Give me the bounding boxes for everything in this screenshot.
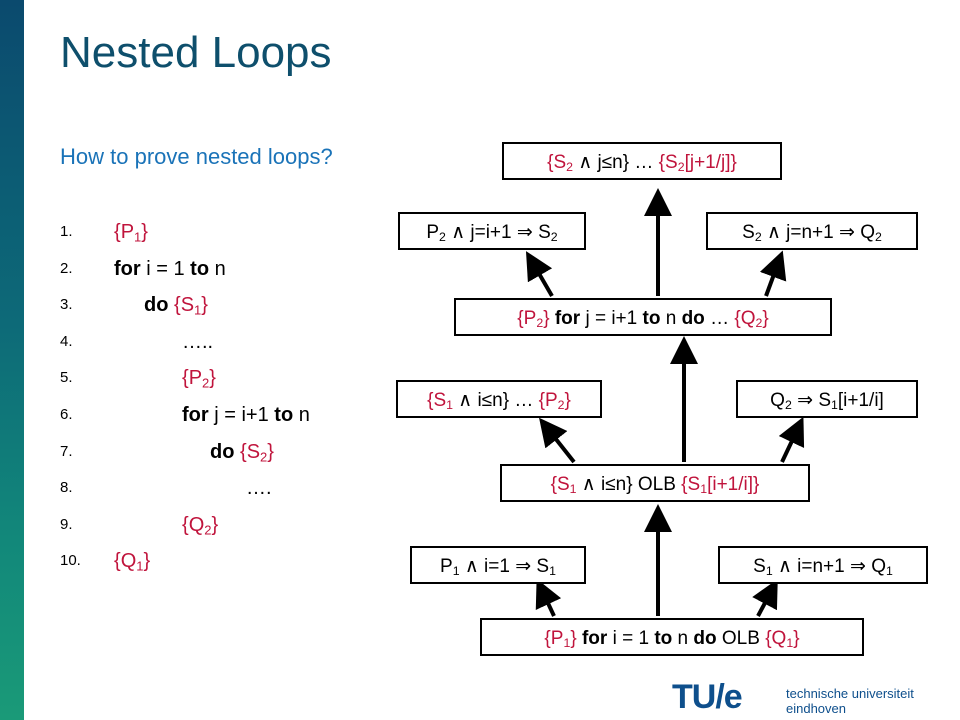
arrow-bot-right bbox=[752, 578, 778, 617]
slide-title: Nested Loops bbox=[60, 28, 332, 77]
box-s1-exit: S1 ∧ i=n+1 ⇒ Q1 bbox=[718, 546, 928, 584]
slide-subtitle: How to prove nested loops? bbox=[60, 144, 333, 169]
arrow-mid-right bbox=[778, 416, 805, 463]
box-q2-implies: Q2 ⇒ S1[i+1/i] bbox=[736, 380, 918, 418]
box-p1-init: P1 ∧ i=1 ⇒ S1 bbox=[410, 546, 586, 584]
sidebar-stripe bbox=[0, 0, 24, 720]
box-s1-step: {S1 ∧ i≤n} … {P2} bbox=[396, 380, 602, 418]
arrow-top-left bbox=[525, 251, 554, 298]
box-olb-step: {S1 ∧ i≤n} OLB {S1[i+1/i]} bbox=[500, 464, 810, 502]
box-inner-loop: {P2} for j = i+1 to n do … {Q2} bbox=[454, 298, 832, 336]
arrow-mid-left bbox=[539, 417, 576, 464]
arrow-bot-left bbox=[535, 578, 562, 617]
arrow-top-right bbox=[759, 250, 787, 297]
university-name: technische universiteit eindhoven bbox=[786, 686, 914, 716]
tue-logo: TU/e bbox=[672, 678, 743, 716]
box-outer-loop: {P1} for i = 1 to n do OLB {Q1} bbox=[480, 618, 864, 656]
box-s2-step: {S2 ∧ j≤n} … {S2[j+1/j]} bbox=[502, 142, 782, 180]
box-s2-exit: S2 ∧ j=n+1 ⇒ Q2 bbox=[706, 212, 918, 250]
box-p2-init: P2 ∧ j=i+1 ⇒ S2 bbox=[398, 212, 586, 250]
